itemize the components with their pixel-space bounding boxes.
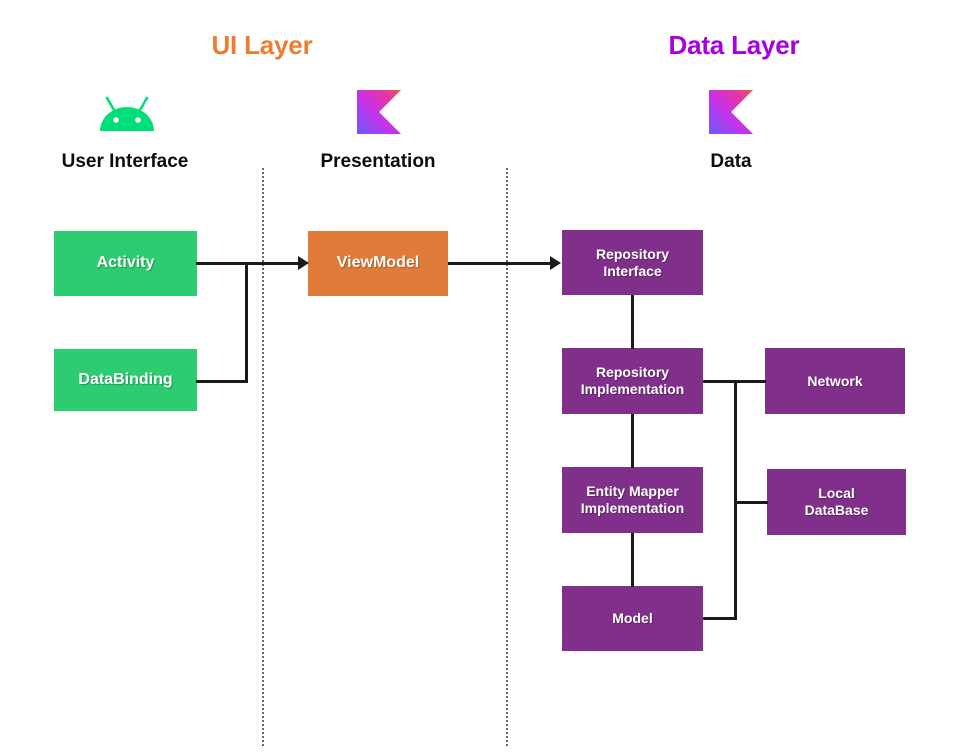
- connector-bus-to-local-database: [735, 501, 768, 504]
- column-label-user-interface: User Interface: [61, 151, 189, 172]
- connector-ui-to-viewmodel: [245, 262, 303, 265]
- node-databinding-label: DataBinding: [78, 370, 173, 388]
- node-local-database-label: Local DataBase: [805, 485, 869, 518]
- connector-data-side-bus: [734, 380, 737, 620]
- layer-divider-2: [506, 168, 508, 746]
- layer-title-data: Data Layer: [668, 30, 800, 60]
- node-repository-interface[interactable]: Repository Interface: [562, 230, 703, 295]
- connector-entity-mapper-to-model: [631, 533, 634, 587]
- node-activity[interactable]: Activity: [54, 231, 197, 296]
- node-network-label: Network: [807, 372, 863, 389]
- label-line-1: Repository: [595, 364, 670, 381]
- layer-title-ui: UI Layer: [211, 30, 313, 60]
- connector-repository-interface-to-implementation: [631, 295, 634, 349]
- label-line-1: Repository: [595, 245, 670, 262]
- node-local-database[interactable]: Local DataBase: [767, 469, 906, 535]
- kotlin-logo-icon: [357, 90, 401, 134]
- android-logo-icon: [94, 95, 160, 135]
- node-viewmodel-label: ViewModel: [336, 254, 420, 272]
- connector-viewmodel-to-repository-interface: [448, 262, 554, 265]
- arrowhead-to-repository-interface: [550, 256, 561, 270]
- node-network[interactable]: Network: [765, 348, 905, 414]
- label-line-2: Interface: [603, 262, 662, 279]
- connector-activity-to-bus: [196, 262, 248, 265]
- kotlin-logo-icon: [709, 90, 753, 134]
- label-line-2: Implementation: [580, 381, 685, 397]
- node-entity-mapper-implementation[interactable]: Entity Mapper Implementation: [562, 467, 703, 533]
- arrowhead-to-viewmodel: [298, 256, 309, 270]
- node-model[interactable]: Model: [562, 586, 703, 651]
- connector-ui-vertical-bus: [245, 262, 248, 383]
- label-line-2: Implementation: [580, 500, 685, 516]
- node-repository-implementation-label: Repository Implementation: [581, 364, 684, 397]
- node-repository-implementation[interactable]: Repository Implementation: [562, 348, 703, 414]
- connector-databinding-to-bus: [196, 380, 248, 383]
- connector-repository-implementation-to-entity-mapper: [631, 414, 634, 468]
- column-label-data: Data: [710, 151, 752, 172]
- label-line-1: Entity Mapper: [586, 483, 679, 500]
- node-entity-mapper-label: Entity Mapper Implementation: [581, 483, 684, 516]
- layer-divider-1: [262, 168, 264, 746]
- node-viewmodel[interactable]: ViewModel: [308, 231, 448, 296]
- connector-model-to-bus: [703, 617, 737, 620]
- label-line-1: Local: [818, 485, 855, 502]
- node-databinding[interactable]: DataBinding: [54, 349, 197, 411]
- node-activity-label: Activity: [96, 254, 155, 272]
- node-model-label: Model: [612, 610, 653, 627]
- node-repository-interface-label: Repository Interface: [596, 246, 669, 279]
- label-line-2: DataBase: [804, 502, 869, 518]
- column-label-presentation: Presentation: [320, 151, 436, 172]
